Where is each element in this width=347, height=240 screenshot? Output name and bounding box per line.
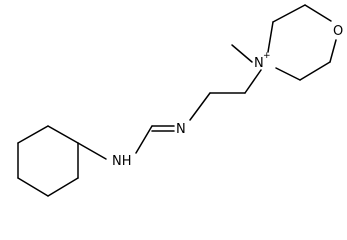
chain-to-ammonium-bond [244,69,262,94]
morpholine-bond [267,21,274,53]
ring-bond [47,177,79,197]
ring-bond [17,177,49,197]
ammonium-nitrogen-label: N [254,56,264,71]
amine-to-carbon-bond [135,125,153,154]
molecule-drawing: O N + N NH [17,4,343,197]
morpholine-bond [272,4,306,23]
structure-diagram: O N + N NH [17,4,344,197]
ammonium-charge-label: + [263,51,271,61]
morpholine-bond [299,61,331,81]
imine-double-bond [151,125,175,132]
morpholine-ring [267,4,337,81]
oxygen-label: O [333,24,343,39]
imine-nitrogen-label: N [176,122,186,137]
imine-to-chain-bond [189,92,211,121]
ring-bond [47,125,79,144]
ring-bond [17,125,49,144]
ring-to-amine-bond [77,142,107,160]
morpholine-bond [275,67,301,81]
methyl-bond [231,44,253,63]
amine-label: NH [112,154,132,169]
morpholine-bond [304,4,332,22]
morpholine-bond [329,39,337,63]
cyclohexane-ring [17,125,79,197]
